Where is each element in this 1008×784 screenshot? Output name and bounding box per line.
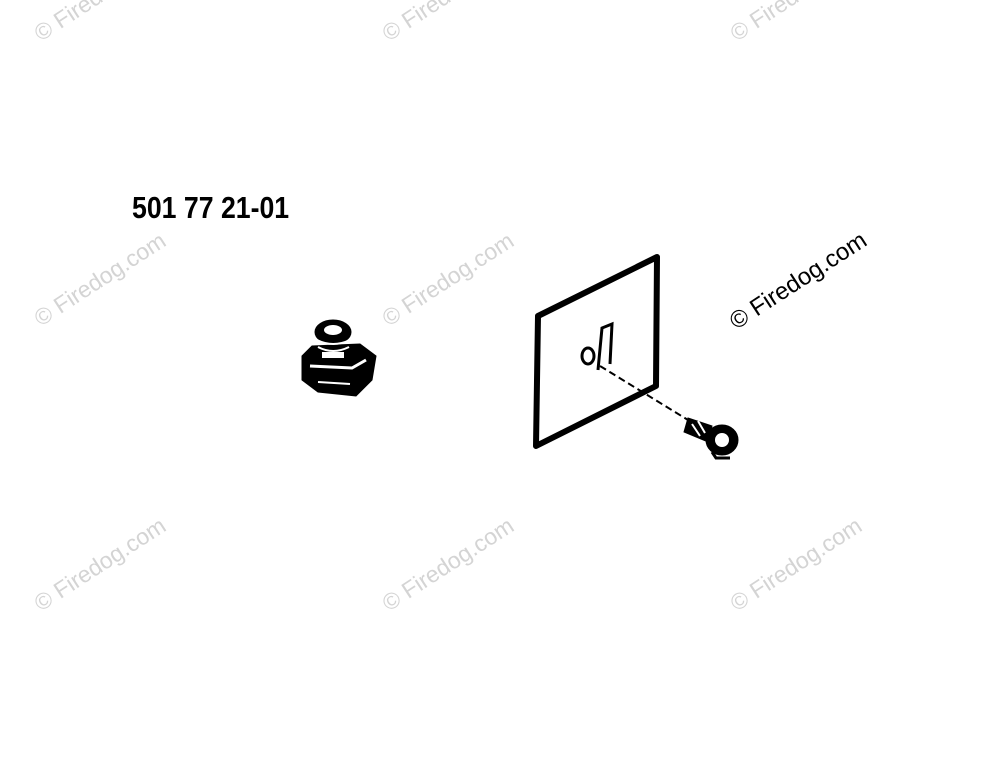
screw-part <box>683 417 739 460</box>
part-number-label: 501 77 21-01 <box>132 190 290 225</box>
mounting-plate-part <box>533 254 689 449</box>
clip-nut-part <box>301 319 377 397</box>
